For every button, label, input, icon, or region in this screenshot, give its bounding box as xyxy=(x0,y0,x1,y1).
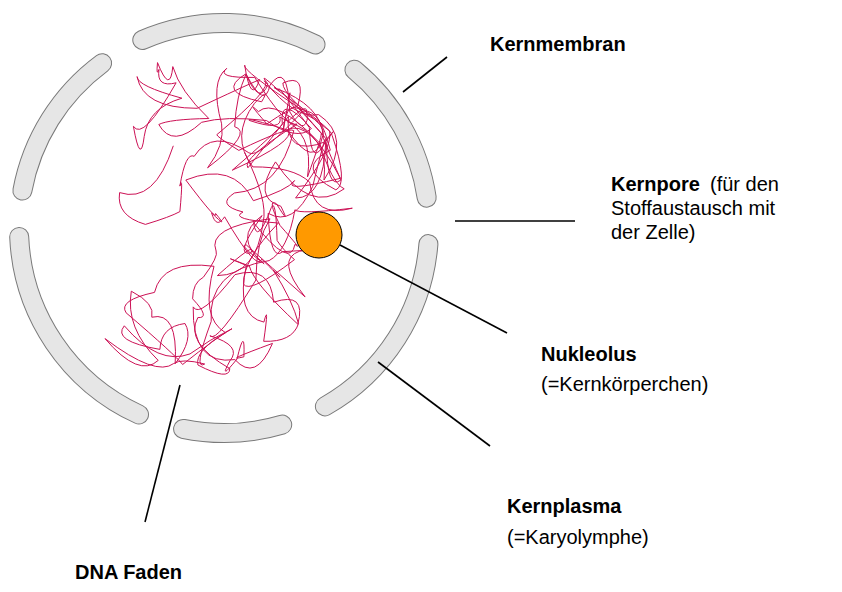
membrane-label: Kernmembran xyxy=(490,32,626,56)
nucleoplasm-note: (=Karyolymphe) xyxy=(507,525,649,549)
leader-line xyxy=(378,362,490,446)
membrane-segment xyxy=(142,23,315,45)
membrane-segment xyxy=(183,425,282,433)
pore-note: (für den Stoffaustausch mit der Zelle) xyxy=(611,172,801,244)
membrane-outline xyxy=(354,70,426,198)
dna-strand xyxy=(105,63,352,375)
nucleoplasm-label: Kernplasma xyxy=(507,494,622,518)
pore-label: Kernpore xyxy=(611,172,700,196)
nucleolus xyxy=(296,212,342,258)
nucleolus-label: Nukleolus xyxy=(541,342,637,366)
dna-thread xyxy=(105,63,352,375)
membrane-outline xyxy=(325,244,429,406)
membrane-segment xyxy=(19,237,139,415)
leader-line xyxy=(403,57,447,92)
membrane-segment xyxy=(22,63,102,190)
leader-lines xyxy=(145,57,575,522)
dna-label: DNA Faden xyxy=(75,560,182,584)
leader-line xyxy=(145,385,180,522)
membrane-outline xyxy=(183,425,282,433)
membrane-outline xyxy=(22,63,102,190)
leader-line xyxy=(455,220,575,222)
membrane-segment xyxy=(354,70,426,198)
leader-line xyxy=(340,245,507,333)
nucleolus-note: (=Kernkörperchen) xyxy=(541,372,708,396)
membrane-outline xyxy=(19,237,139,415)
nuclear-membrane xyxy=(19,23,428,433)
membrane-outline xyxy=(142,23,315,45)
membrane-segment xyxy=(325,244,429,406)
